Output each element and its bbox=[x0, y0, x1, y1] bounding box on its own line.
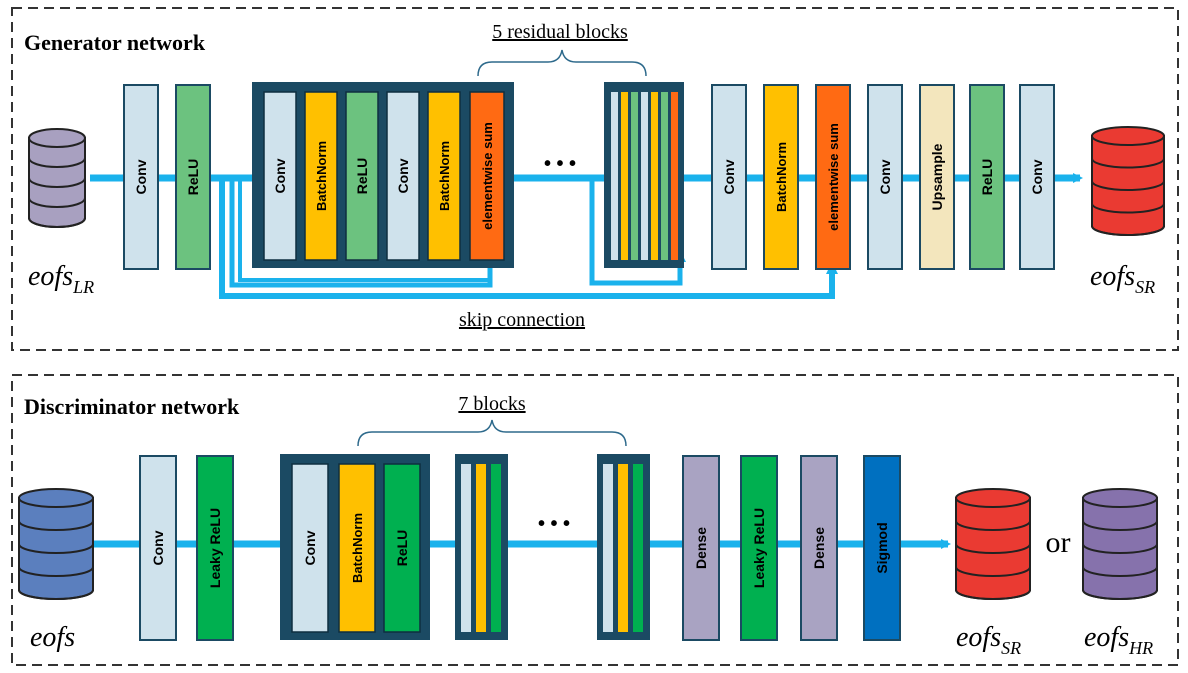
gen-layer-relu-1: ReLU bbox=[175, 84, 211, 270]
disc-block-layer-conv: Conv bbox=[291, 463, 329, 633]
skip-connection-label: skip connection bbox=[459, 309, 585, 331]
generator-panel-border bbox=[11, 7, 1179, 351]
svg-text:ReLU: ReLU bbox=[394, 530, 410, 567]
database-disc-input-icon bbox=[18, 488, 94, 600]
generator-title: Generator network bbox=[24, 30, 206, 55]
discriminator-panel: Discriminator network 7 blocks eofs eofs… bbox=[11, 374, 1179, 666]
svg-text:Conv: Conv bbox=[877, 159, 893, 194]
gen-block-layer-batchnorm-a: BatchNorm bbox=[304, 91, 338, 261]
disc-layer-leaky-relu-2: Leaky ReLU bbox=[740, 455, 778, 641]
disc-layer-dense-1: Dense bbox=[682, 455, 720, 641]
generator-ellipsis: • • • bbox=[544, 153, 576, 175]
svg-text:Leaky ReLU: Leaky ReLU bbox=[207, 508, 223, 588]
svg-text:ReLU: ReLU bbox=[979, 159, 995, 196]
gen-block-layer-batchnorm-b: BatchNorm bbox=[427, 91, 461, 261]
disc-block-last bbox=[597, 454, 650, 640]
gen-layer-relu-2: ReLU bbox=[969, 84, 1005, 270]
svg-text:Dense: Dense bbox=[693, 527, 709, 569]
gen-layer-batchnorm: BatchNorm bbox=[763, 84, 799, 270]
skip-connection-block bbox=[589, 178, 683, 286]
gen-layer-conv-2: Conv bbox=[711, 84, 747, 270]
svg-text:Sigmod: Sigmod bbox=[874, 522, 890, 573]
svg-text:elementwise sum: elementwise sum bbox=[826, 123, 841, 231]
discriminator-title: Discriminator network bbox=[24, 394, 240, 419]
gen-layer-elementwise-sum: elementwise sum bbox=[815, 84, 851, 270]
gen-block-layer-elementwise-sum: elementwise sum bbox=[469, 91, 505, 261]
database-hr-icon bbox=[1082, 488, 1158, 600]
discriminator-brace-label: 7 blocks bbox=[458, 393, 525, 415]
disc-layer-sigmoid: Sigmod bbox=[863, 455, 901, 641]
discriminator-input-label: eofs bbox=[30, 622, 75, 653]
database-sr-icon bbox=[1091, 126, 1165, 236]
disc-block-layer-batchnorm: BatchNorm bbox=[338, 463, 376, 633]
svg-text:Upsample: Upsample bbox=[929, 143, 945, 210]
svg-text:BatchNorm: BatchNorm bbox=[314, 141, 329, 211]
generator-output-label: eofsSR bbox=[1090, 261, 1155, 297]
database-lr-icon bbox=[28, 128, 86, 228]
discriminator-panel-border bbox=[11, 374, 1179, 666]
gen-block-layer-conv-b: Conv bbox=[386, 91, 420, 261]
svg-text:BatchNorm: BatchNorm bbox=[774, 142, 789, 212]
gen-layer-conv-1: Conv bbox=[123, 84, 159, 270]
disc-block-1: Conv BatchNorm ReLU bbox=[280, 454, 430, 640]
generator-brace bbox=[477, 49, 647, 77]
svg-text:Conv: Conv bbox=[395, 158, 411, 193]
disc-layer-dense-2: Dense bbox=[800, 455, 838, 641]
gen-block-layer-conv-a: Conv bbox=[263, 91, 297, 261]
gen-layer-upsample: Upsample bbox=[919, 84, 955, 270]
svg-text:Conv: Conv bbox=[721, 159, 737, 194]
svg-text:Leaky ReLU: Leaky ReLU bbox=[751, 508, 767, 588]
svg-text:BatchNorm: BatchNorm bbox=[437, 141, 452, 211]
gen-block-layer-relu: ReLU bbox=[345, 91, 379, 261]
skip-connection-long bbox=[219, 178, 835, 299]
disc-layer-conv: Conv bbox=[139, 455, 177, 641]
generator-input-label: eofsLR bbox=[28, 261, 94, 297]
svg-text:Dense: Dense bbox=[811, 527, 827, 569]
gen-residual-block-last bbox=[604, 82, 684, 268]
skip-connection-inner-2 bbox=[238, 178, 490, 282]
gen-layer-conv-3: Conv bbox=[867, 84, 903, 270]
svg-text:BatchNorm: BatchNorm bbox=[350, 513, 365, 583]
or-label: or bbox=[1046, 526, 1071, 559]
svg-text:Conv: Conv bbox=[133, 159, 149, 194]
svg-text:ReLU: ReLU bbox=[185, 159, 201, 196]
svg-text:Conv: Conv bbox=[150, 530, 166, 565]
database-sr-disc-icon bbox=[955, 488, 1031, 600]
svg-text:Conv: Conv bbox=[302, 530, 318, 565]
gen-layer-conv-4: Conv bbox=[1019, 84, 1055, 270]
discriminator-output-hr-label: eofsHR bbox=[1084, 622, 1153, 658]
discriminator-brace bbox=[357, 419, 627, 447]
generator-brace-label: 5 residual blocks bbox=[492, 21, 628, 43]
svg-text:Conv: Conv bbox=[1029, 159, 1045, 194]
disc-block-2 bbox=[455, 454, 508, 640]
svg-text:Conv: Conv bbox=[272, 158, 288, 193]
discriminator-output-sr-label: eofsSR bbox=[956, 622, 1021, 658]
generator-panel: Generator network 5 residual blocks skip… bbox=[11, 7, 1179, 351]
gen-residual-block-1: Conv BatchNorm ReLU Conv BatchNorm eleme… bbox=[252, 82, 514, 268]
svg-text:elementwise sum: elementwise sum bbox=[480, 122, 495, 230]
disc-block-layer-relu: ReLU bbox=[383, 463, 421, 633]
svg-text:ReLU: ReLU bbox=[354, 158, 370, 195]
discriminator-ellipsis: • • • bbox=[538, 513, 570, 535]
skip-connection-inner bbox=[229, 178, 493, 288]
disc-layer-leaky-relu-1: Leaky ReLU bbox=[196, 455, 234, 641]
